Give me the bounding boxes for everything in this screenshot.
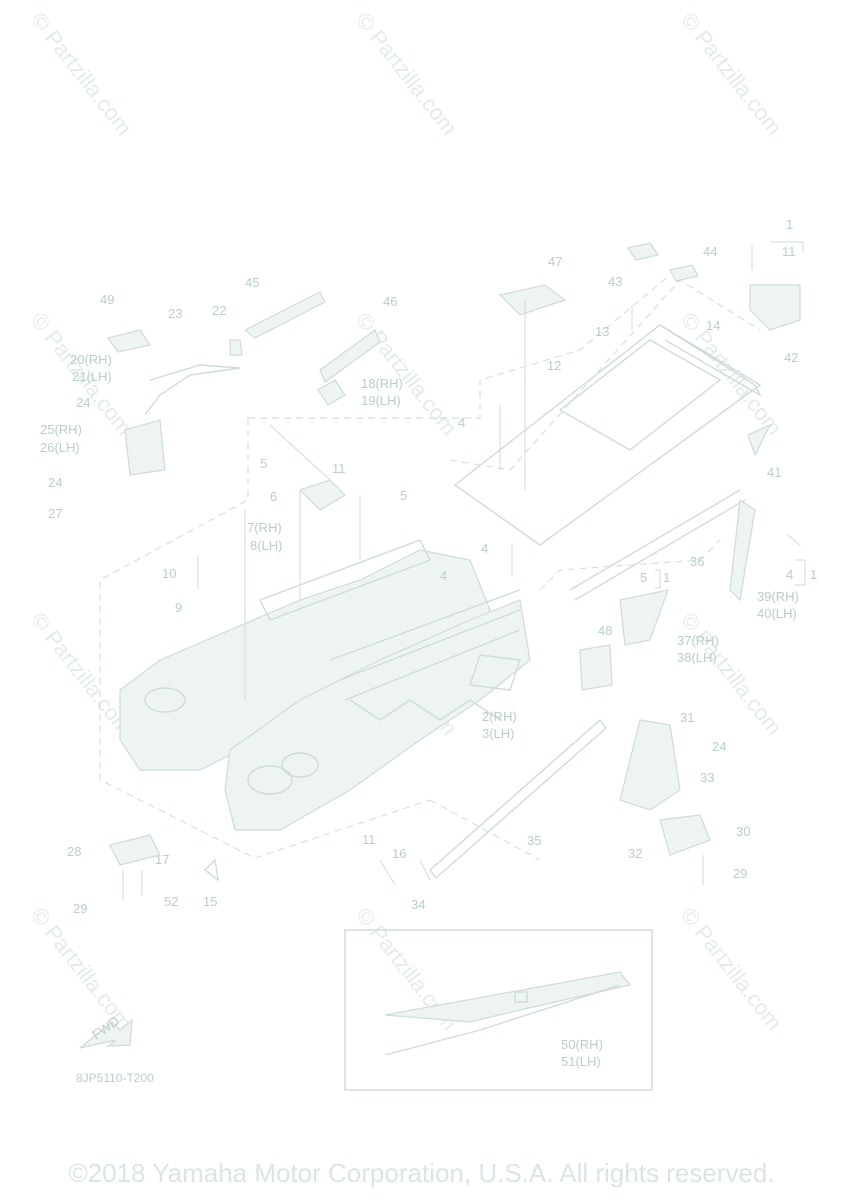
callout-label: 42 [784,350,798,365]
callout-label: 15 [203,894,217,909]
callout-label: 5 [400,488,407,503]
callout-label: 45 [245,275,259,290]
frame-assembly [119,539,531,831]
callout-label: 13 [595,324,609,339]
callout-label: 40(LH) [757,606,797,621]
callout-label: 11 [362,832,376,847]
callout-label: 29 [733,866,747,881]
callout-label: 24 [48,475,62,490]
callout-label: 21(LH) [72,369,112,384]
diagram-code: 8JP5110-T200 [76,1071,154,1085]
callout-label: 4 [481,541,488,556]
callout-label: 43 [608,274,622,289]
callout-label: 41 [767,465,781,480]
callout-label: 22 [212,303,226,318]
callout-label: 4 [458,415,465,430]
callout-labels: 1 11 44 47 43 45 49 46 22 23 13 14 42 20… [40,217,817,1069]
callout-label: 11 [782,244,796,259]
callout-label: 47 [548,254,562,269]
bracket-marks [655,241,806,589]
watermark: © Partzilla.com [676,903,787,1035]
callout-label: 33 [700,770,714,785]
callout-label: 5 [260,456,267,471]
watermark: © Partzilla.com [351,8,462,140]
callout-label: 38(LH) [677,650,717,665]
callout-label: 11 [332,461,346,476]
watermarks: © Partzilla.com © Partzilla.com © Partzi… [26,8,787,1035]
callout-label: 24 [76,395,90,410]
watermark: © Partzilla.com [676,8,787,140]
callout-label: 51(LH) [561,1054,601,1069]
callout-label: 1 [786,217,793,232]
callout-label: 30 [736,824,750,839]
callout-label: 50(RH) [561,1037,603,1052]
callout-label: 37(RH) [677,633,719,648]
callout-label: 1 [810,567,817,582]
callout-label: 27 [48,506,62,521]
callout-label: 5 [640,570,647,585]
callout-label: 39(RH) [757,589,799,604]
callout-label: 9 [175,600,182,615]
callout-label: 26(LH) [40,440,80,455]
callout-label: 7(RH) [247,520,282,535]
watermark: © Partzilla.com [26,8,137,140]
callout-label: 19(LH) [361,393,401,408]
leader-lines [122,245,801,900]
callout-label: 36 [690,554,704,569]
callout-label: 48 [598,623,612,638]
callout-label: 18(RH) [361,376,403,391]
callout-label: 25(RH) [40,422,82,437]
callout-label: 1 [663,570,670,585]
callout-label: 16 [392,846,406,861]
callout-label: 44 [703,244,717,259]
watermark: © Partzilla.com [26,903,137,1035]
callout-label: 46 [383,294,397,309]
callout-label: 31 [680,710,694,725]
callout-label: 4 [440,568,447,583]
callout-label: 17 [155,852,169,867]
callout-label: 8(LH) [250,538,283,553]
callout-label: 10 [162,566,176,581]
callout-label: 4 [786,567,793,582]
callout-label: 24 [712,739,726,754]
copyright-notice: ©2018 Yamaha Motor Corporation, U.S.A. A… [68,1158,775,1188]
tunnel-panel [453,324,762,601]
callout-label: 14 [706,318,720,333]
callout-label: 52 [164,894,178,909]
callout-label: 49 [100,292,114,307]
callout-label: 3(LH) [482,726,515,741]
callout-label: 35 [527,833,541,848]
callout-label: 34 [411,897,425,912]
callout-label: 29 [73,901,87,916]
watermark: © Partzilla.com [351,308,462,440]
callout-label: 32 [628,846,642,861]
callout-label: 2(RH) [482,709,517,724]
rear-rail [429,718,607,880]
small-parts [106,242,801,882]
callout-label: 20(RH) [70,352,112,367]
decal-inset [344,929,653,1091]
callout-label: 23 [168,306,182,321]
callout-label: 12 [547,358,561,373]
callout-label: 28 [67,844,81,859]
callout-label: 6 [270,489,277,504]
